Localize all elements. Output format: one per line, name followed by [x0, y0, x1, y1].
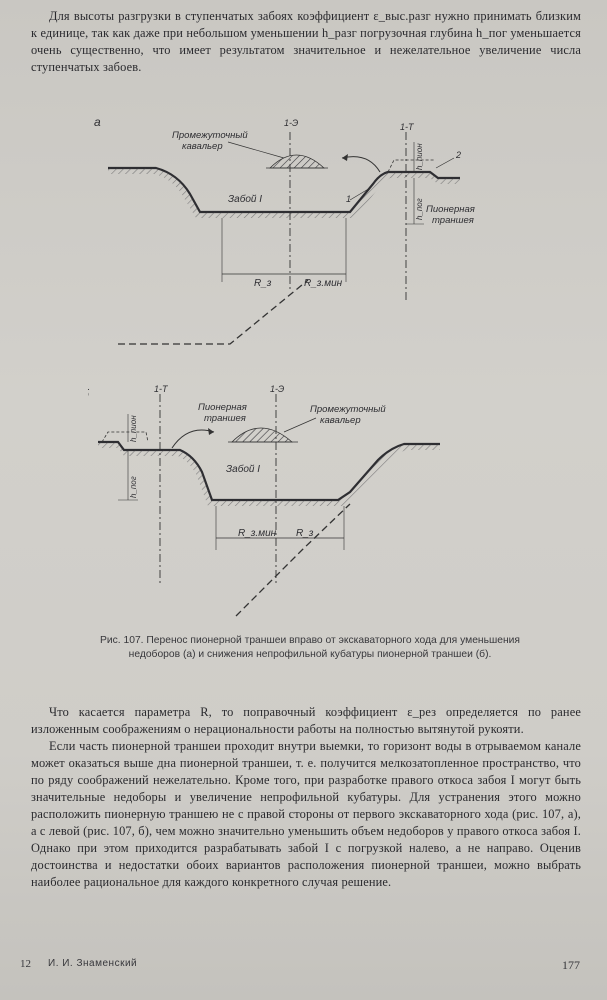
arrow-a: [341, 156, 381, 173]
cavalier-b: [231, 427, 294, 443]
author-name: И. И. Знаменский: [48, 958, 138, 969]
panel-letter-b: б: [88, 387, 90, 401]
label-Rz-b: R_з: [296, 528, 314, 539]
pioneer-trench-b: [101, 431, 149, 443]
label-face-a: Забой I: [228, 193, 262, 205]
ground-hatch-b: [98, 442, 440, 506]
ground-hatch-a: [108, 168, 460, 218]
pioneer-trench-a: [387, 159, 434, 173]
label-2-a: 2: [455, 150, 461, 160]
label-face-b: Забой I: [226, 463, 260, 475]
label-Rz-a: R_з: [254, 278, 272, 289]
paragraph-1: Что касается параметра R, то поправочный…: [31, 705, 581, 736]
paragraph-bottom: Что касается параметра R, то поправочный…: [31, 704, 581, 891]
paragraph-top: Для высоты разгрузки в ступенчатых забоя…: [31, 8, 581, 76]
label-hpion-a: h_пион: [415, 143, 424, 170]
axis-label-1e-b: 1-Э: [270, 384, 284, 394]
cavalier-a: [269, 154, 326, 169]
label-hpog-a: h_пог: [415, 198, 424, 220]
paragraph-2: Если часть пионерной траншеи проходит вн…: [31, 739, 581, 889]
base-dashed-b: [235, 503, 351, 617]
figure-caption: Рис. 107. Перенос пионерной траншеи впра…: [100, 635, 520, 660]
arrow-b: [171, 429, 215, 449]
label-Rzmin-b: R_з.мин: [238, 528, 277, 539]
axis-label-1t-b: 1-Т: [154, 384, 169, 394]
paragraph-top-text: Для высоты разгрузки в ступенчатых забоя…: [31, 9, 581, 74]
page-number: 177: [562, 958, 580, 972]
label-hpion-b: h_пион: [129, 415, 138, 442]
axis-label-1t: 1-Т: [400, 122, 415, 132]
label-hpog-b: h_пог: [129, 476, 138, 498]
panel-letter-a: а: [94, 115, 101, 129]
label-Rzmin-a: R_з.мин: [304, 278, 343, 289]
signature-mark: 12: [20, 958, 31, 970]
axis-label-1e: 1-Э: [284, 118, 298, 128]
page-footer: 12 И. И. Знаменский 177: [20, 958, 580, 978]
base-dashed-a: [118, 279, 309, 345]
label-1-a: 1: [346, 194, 351, 204]
